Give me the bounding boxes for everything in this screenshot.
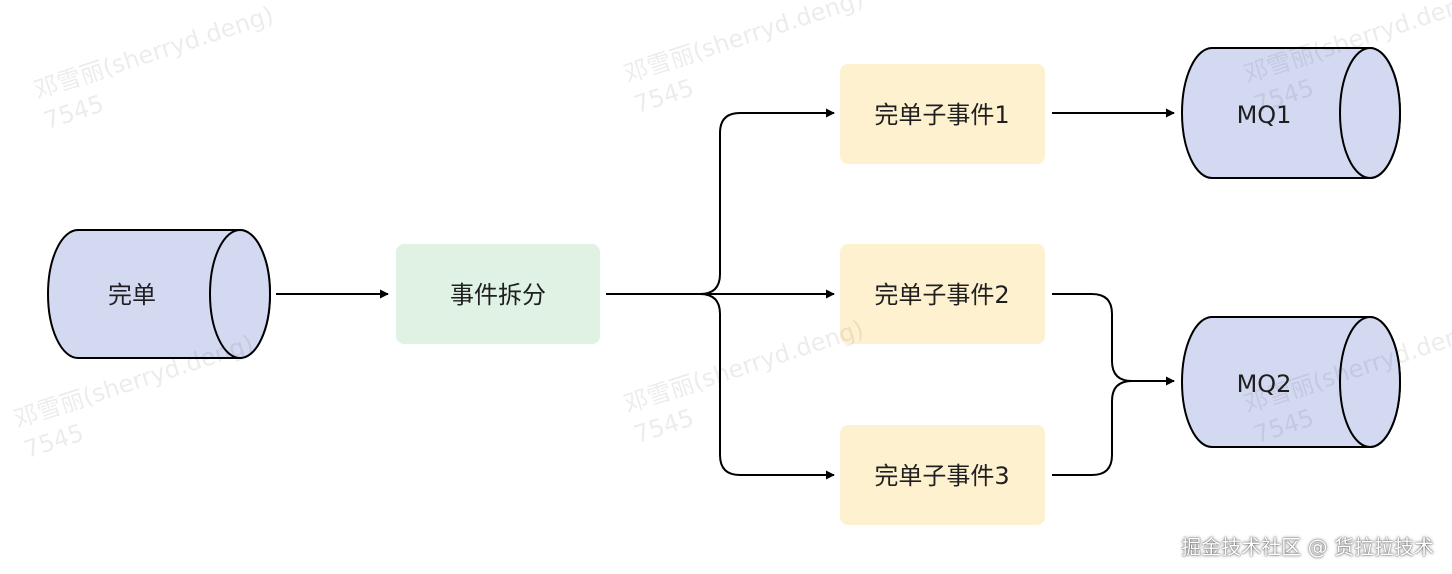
order-done-cylinder: 完单 [47,229,271,359]
mq1-cylinder: MQ1 [1181,47,1401,179]
event-split-label: 事件拆分 [450,281,546,309]
sub-event-3-label: 完单子事件3 [874,462,1009,490]
sub-event-3-box: 完单子事件3 [840,425,1045,525]
sub-event-1-box: 完单子事件1 [840,64,1045,164]
order-done-label: 完单 [108,281,156,309]
arrow-split-to-sub3 [699,293,835,480]
sub-event-2-box: 完单子事件2 [840,244,1045,344]
connectors [276,108,1175,480]
mq2-label: MQ2 [1237,370,1292,398]
mq1-label: MQ1 [1237,101,1292,129]
sub-event-1-label: 完单子事件1 [874,101,1009,129]
sub-event-2-label: 完单子事件2 [874,281,1009,309]
arrow-sub3-to-mq2 [1052,380,1133,476]
arrow-sub2-to-mq2 [1052,293,1175,386]
arrow-split-to-sub1 [606,108,835,295]
event-split-box: 事件拆分 [396,244,600,344]
mq2-cylinder: MQ2 [1181,316,1401,448]
footer-credit: 掘金技术社区 @ 货拉拉技术 [1181,535,1434,559]
